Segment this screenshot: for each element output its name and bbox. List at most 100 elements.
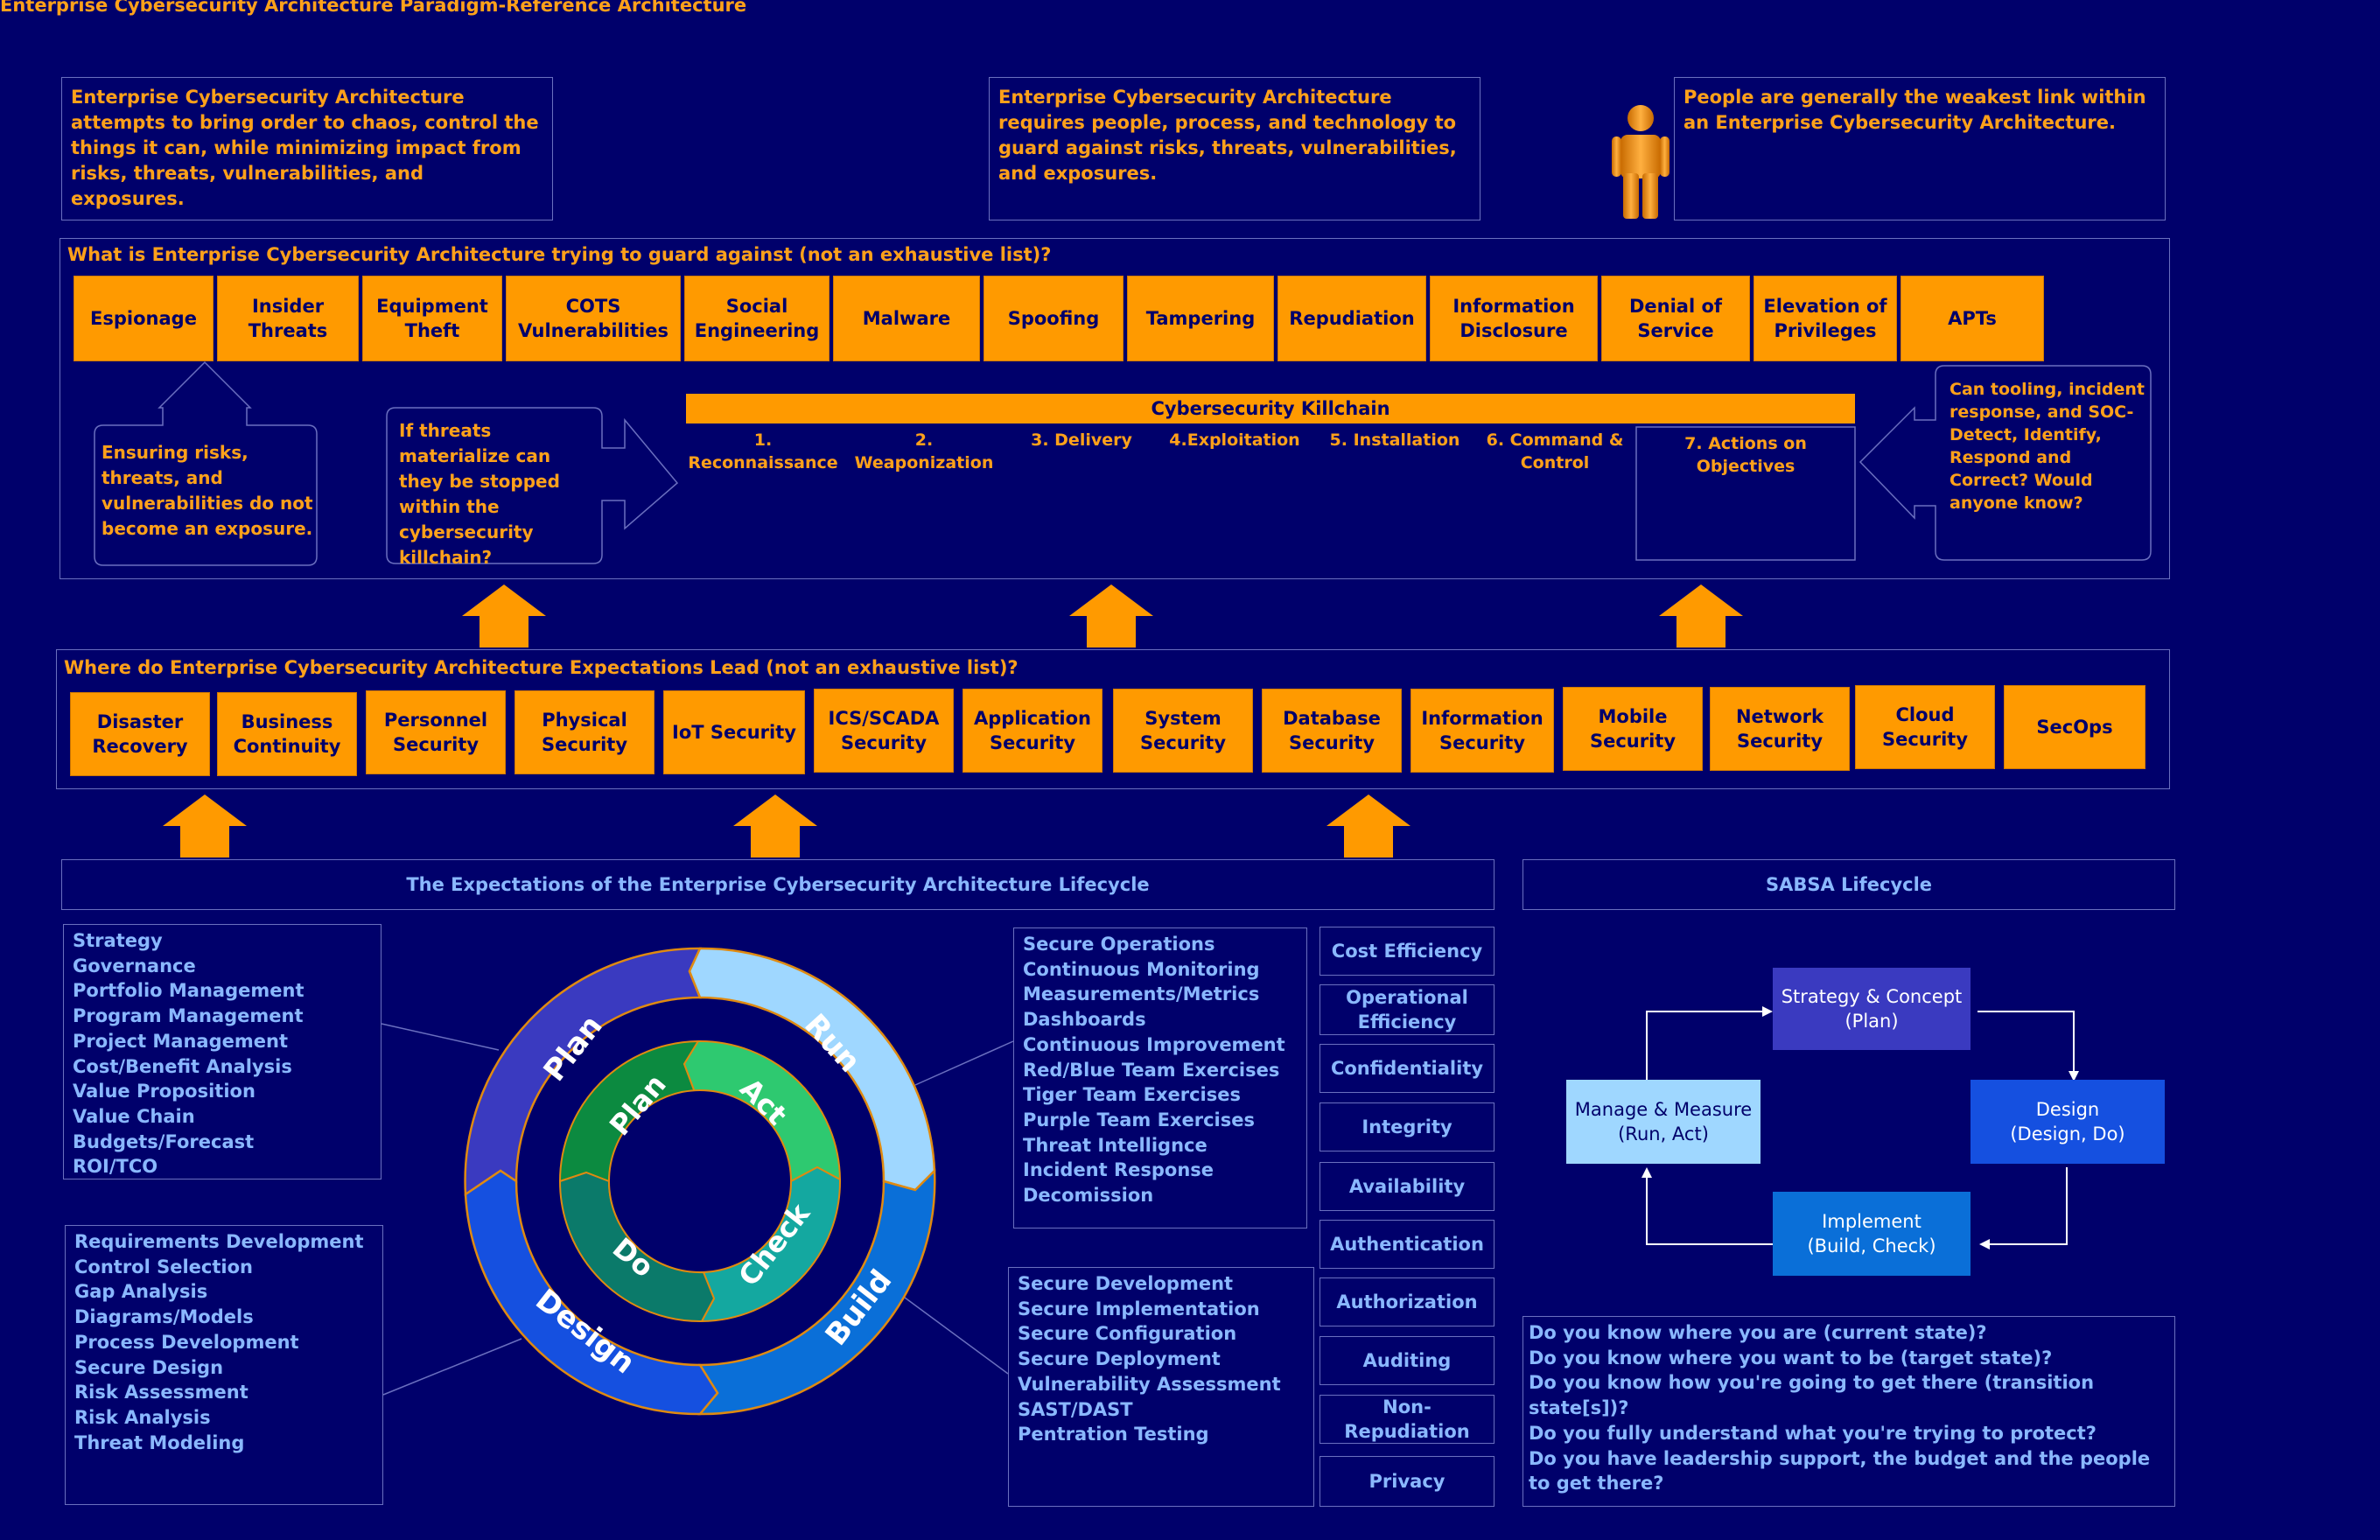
- build-item: Secure Configuration: [1018, 1323, 1237, 1345]
- page-title: Enterprise Cybersecurity Architecture Pa…: [0, 0, 747, 16]
- threat-equipment-theft: Equipment Theft: [362, 276, 502, 361]
- threats-frame: What is Enterprise Cybersecurity Archite…: [60, 238, 2170, 579]
- threat-social-engineering: Social Engineering: [684, 276, 830, 361]
- design-item: Requirements Development: [74, 1231, 364, 1252]
- sabsa-strategy-label: Strategy & Concept: [1781, 986, 1963, 1007]
- prop-non-repudiation: Non-Repudiation: [1320, 1395, 1494, 1444]
- threat-denial-of-service: Denial of Service: [1601, 276, 1750, 361]
- design-item: Secure Design: [74, 1356, 224, 1378]
- design-item: Threat Modeling: [74, 1432, 245, 1453]
- build-item: Secure Implementation: [1018, 1298, 1260, 1320]
- sabsa-question: Do you know where you want to be (target…: [1529, 1347, 2053, 1368]
- plan-item: Project Management: [73, 1030, 288, 1052]
- design-item: Risk Analysis: [74, 1406, 211, 1428]
- plan-item: Portfolio Management: [73, 980, 304, 1002]
- killchain-step-6: 6. Command & Control: [1486, 430, 1624, 472]
- threat-insider: Insider Threats: [217, 276, 359, 361]
- up-arrows: [163, 584, 1743, 858]
- lifecycle-title: The Expectations of the Enterprise Cyber…: [61, 859, 1494, 910]
- build-item: Secure Deployment: [1018, 1348, 1221, 1370]
- run-list: Secure Operations Continuous Monitoring …: [1013, 928, 1307, 1228]
- sabsa-manage: Manage & Measure (Run, Act): [1566, 1080, 1760, 1164]
- sabsa-implement: Implement (Build, Check): [1773, 1192, 1970, 1276]
- threat-spoofing: Spoofing: [984, 276, 1124, 361]
- exp-information-security: Information Security: [1410, 689, 1554, 773]
- person-icon: [1612, 105, 1670, 219]
- killchain-step-5: 5. Installation: [1329, 430, 1460, 450]
- sabsa-question: Do you know where you are (current state…: [1529, 1322, 1987, 1343]
- sabsa-implement-sub: (Build, Check): [1807, 1236, 1936, 1256]
- run-item: Measurements/Metrics: [1023, 984, 1260, 1005]
- prop-cost-efficiency: Cost Efficiency: [1320, 927, 1494, 976]
- killchain-step-4: 4.Exploitation: [1169, 430, 1300, 450]
- threat-apts: APTs: [1900, 276, 2044, 361]
- plan-list: Strategy Governance Portfolio Management…: [63, 924, 382, 1180]
- exp-application-security: Application Security: [962, 689, 1102, 773]
- sabsa-questions: Do you know where you are (current state…: [1522, 1316, 2175, 1507]
- exp-cloud-security: Cloud Security: [1855, 685, 1995, 769]
- sabsa-title: SABSA Lifecycle: [1522, 859, 2175, 910]
- prop-confidentiality: Confidentiality: [1320, 1044, 1494, 1093]
- sabsa-manage-label: Manage & Measure: [1574, 1099, 1753, 1120]
- build-item: SAST/DAST: [1018, 1398, 1133, 1420]
- plan-item: Value Chain: [73, 1105, 195, 1127]
- build-list: Secure Development Secure Implementation…: [1008, 1267, 1314, 1507]
- sabsa-design-label: Design: [2035, 1099, 2100, 1120]
- callout-stopped: If threats materialize can they be stopp…: [399, 420, 560, 568]
- sabsa-arrows: [1642, 1006, 2079, 1250]
- design-item: Process Development: [74, 1331, 299, 1353]
- killchain-step-2: 2. Weaponization: [854, 430, 994, 472]
- run-item: Continuous Monitoring: [1023, 958, 1260, 980]
- prop-privacy: Privacy: [1320, 1456, 1494, 1507]
- design-item: Diagrams/Models: [74, 1306, 254, 1328]
- threat-malware: Malware: [833, 276, 980, 361]
- plan-item: Budgets/Forecast: [73, 1130, 255, 1152]
- plan-item: Program Management: [73, 1005, 304, 1027]
- run-item: Tiger Team Exercises: [1023, 1084, 1241, 1106]
- exp-iot-security: IoT Security: [663, 690, 805, 774]
- run-item: Red/Blue Team Exercises: [1023, 1059, 1280, 1081]
- note-people: People are generally the weakest link wi…: [1674, 77, 2166, 220]
- sabsa-question: Do you know how you're going to get ther…: [1529, 1372, 2095, 1419]
- threat-information-disclosure: Information Disclosure: [1430, 276, 1598, 361]
- exp-personnel-security: Personnel Security: [366, 690, 506, 774]
- threat-elevation-of-privileges: Elevation of Privileges: [1754, 276, 1897, 361]
- build-item: Secure Development: [1018, 1273, 1234, 1294]
- prop-auditing: Auditing: [1320, 1336, 1494, 1385]
- expectations-frame: Where do Enterprise Cybersecurity Archit…: [56, 649, 2170, 789]
- lifecycle-wheel: Plan Run Build Design Plan Act Check Do: [464, 947, 936, 1416]
- sabsa-question: Do you have leadership support, the budg…: [1529, 1447, 2151, 1494]
- plan-item: Cost/Benefit Analysis: [73, 1055, 292, 1077]
- sabsa-question: Do you fully understand what you're tryi…: [1529, 1422, 2096, 1444]
- plan-item: Strategy: [73, 930, 163, 951]
- threat-espionage: Espionage: [74, 276, 214, 361]
- callout-shapes: [94, 360, 2152, 566]
- sabsa-implement-label: Implement: [1822, 1211, 1922, 1232]
- design-item: Control Selection: [74, 1256, 253, 1278]
- prop-authentication: Authentication: [1320, 1220, 1494, 1269]
- sabsa-design-sub: (Design, Do): [2010, 1124, 2125, 1144]
- callout-tooling: Can tooling, incident response, and SOC-…: [1950, 380, 2145, 513]
- note-requires: Enterprise Cybersecurity Architecture re…: [989, 77, 1480, 220]
- killchain-step-1: 1. Reconnaissance: [688, 430, 838, 472]
- prop-availability: Availability: [1320, 1162, 1494, 1211]
- expectations-title: Where do Enterprise Cybersecurity Archit…: [64, 657, 1018, 678]
- sabsa-manage-sub: (Run, Act): [1618, 1124, 1709, 1144]
- threat-tampering: Tampering: [1127, 276, 1274, 361]
- exp-ics-scada-security: ICS/SCADA Security: [814, 689, 954, 773]
- plan-item: Value Proposition: [73, 1081, 256, 1102]
- exp-database-security: Database Security: [1262, 689, 1402, 773]
- sabsa-design: Design (Design, Do): [1970, 1080, 2165, 1164]
- plan-item: Governance: [73, 955, 196, 976]
- sabsa-strategy-sub: (Plan): [1844, 1011, 1899, 1032]
- prop-integrity: Integrity: [1320, 1102, 1494, 1152]
- prop-authorization: Authorization: [1320, 1278, 1494, 1326]
- run-item: Secure Operations: [1023, 934, 1215, 955]
- run-item: Incident Response: [1023, 1159, 1214, 1181]
- build-item: Vulnerability Assessment: [1018, 1373, 1281, 1395]
- killchain-step-7: 7. Actions on Objectives: [1684, 434, 1807, 476]
- design-item: Gap Analysis: [74, 1281, 208, 1303]
- killchain-bar: Cybersecurity Killchain: [686, 394, 1855, 424]
- killchain-step-3: 3. Delivery: [1031, 430, 1132, 450]
- list-connectors: [381, 1023, 1014, 1396]
